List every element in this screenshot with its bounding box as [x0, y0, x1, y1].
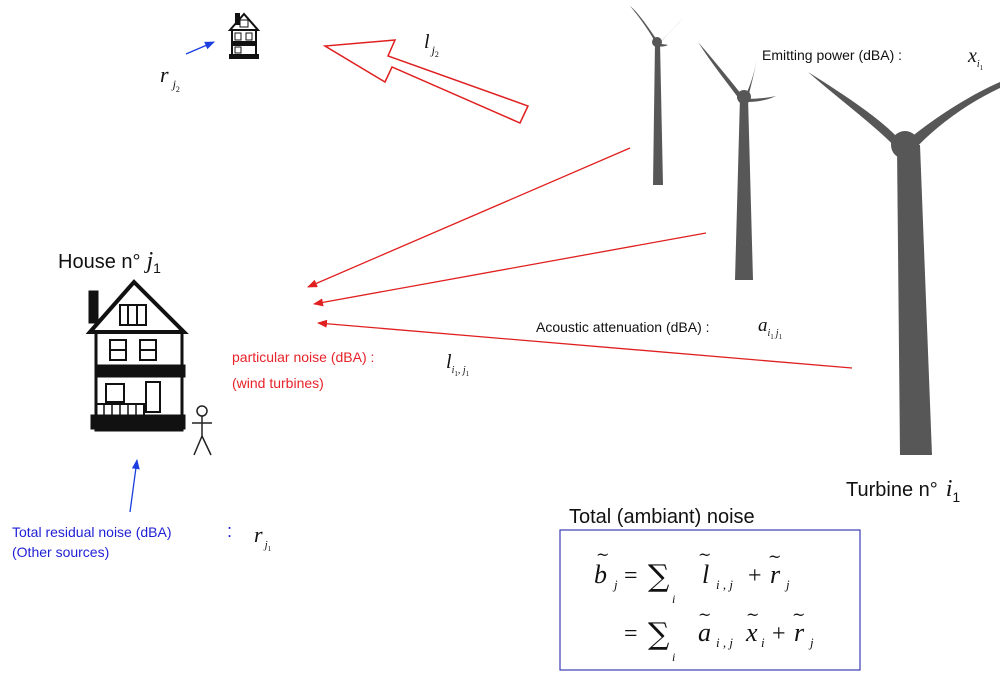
particular-noise-label: particular noise (dBA) : [232, 349, 374, 365]
emitting-power-symbol: xi1 [967, 45, 984, 72]
svg-text:i , j: i , j [716, 635, 733, 650]
arrow-turbine2-house [314, 233, 706, 304]
svg-text:~: ~ [596, 545, 609, 564]
residual-noise-label: Total residual noise (dBA) [12, 524, 172, 540]
svg-text:+: + [748, 563, 762, 589]
svg-text:i: i [672, 592, 675, 606]
svg-text:l: l [702, 560, 709, 589]
particular-noise-symbol: li1, j1 [446, 351, 470, 378]
arrow-small-house [186, 42, 214, 54]
arrow-turbine1-house [308, 148, 630, 287]
particular-noise-sublabel: (wind turbines) [232, 375, 324, 391]
svg-text:+: + [772, 621, 786, 647]
svg-text:i , j: i , j [716, 577, 733, 592]
emitting-power-label: Emitting power (dBA) : [762, 47, 902, 63]
svg-text:~: ~ [746, 605, 759, 624]
attenuation-label: Acoustic attenuation (dBA) : [536, 319, 710, 335]
house-icon [90, 282, 184, 430]
turbine-title: Turbine n°i1 [846, 476, 960, 505]
house-icon [230, 14, 258, 58]
svg-text:b: b [594, 560, 607, 589]
person-icon [192, 406, 212, 455]
wind-turbine-icon [630, 6, 1000, 455]
residual-noise-colon: : [227, 521, 232, 541]
svg-text:~: ~ [792, 605, 805, 624]
svg-text:i: i [672, 650, 675, 664]
svg-text:i: i [761, 635, 765, 650]
svg-text:~: ~ [698, 605, 711, 624]
residual-noise-sublabel: (Other sources) [12, 544, 109, 560]
svg-text:∑: ∑ [648, 617, 670, 652]
svg-text:=: = [624, 621, 638, 647]
svg-text:=: = [624, 563, 638, 589]
house-title: House n°j1 [58, 248, 161, 276]
formula-title: Total (ambiant) noise [569, 506, 755, 528]
svg-text:~: ~ [698, 545, 711, 564]
svg-text:~: ~ [768, 547, 781, 566]
arrow-residual [130, 460, 137, 512]
svg-text:∑: ∑ [648, 559, 670, 594]
